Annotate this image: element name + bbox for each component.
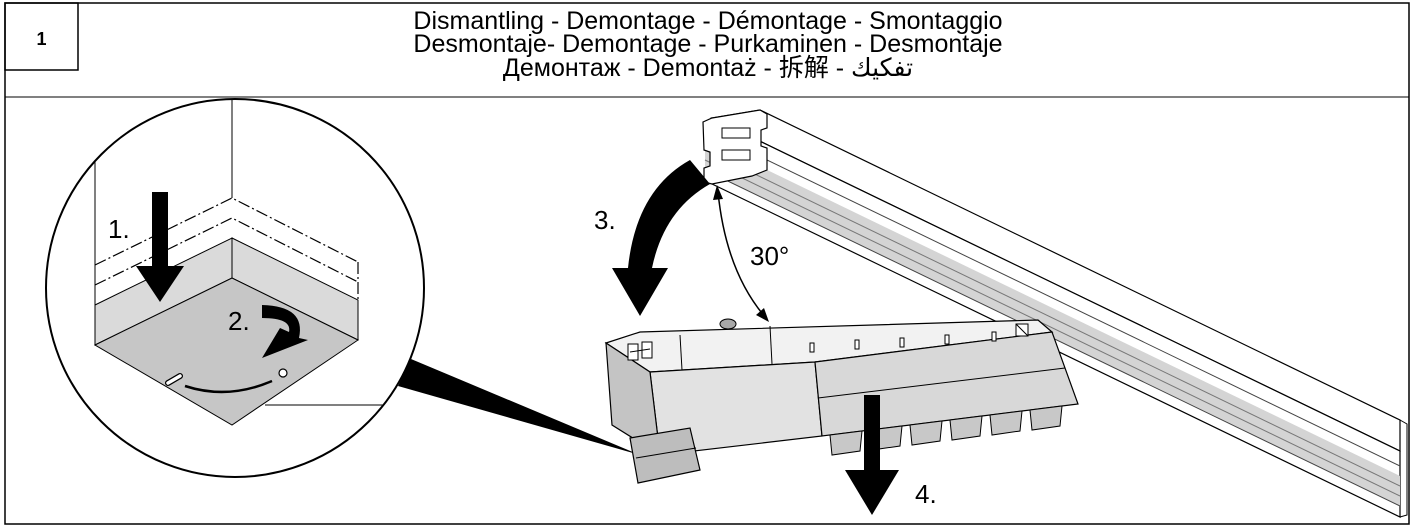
adapter-latch (629, 427, 701, 484)
adapter-slot (991, 331, 997, 342)
rail-groove-band (705, 140, 1400, 506)
adapter-division-line (679, 334, 683, 371)
pull-arrow-head (845, 470, 899, 515)
step-label-1: 1. (108, 214, 130, 244)
detail-view (45, 98, 425, 478)
canopy-release-screw (278, 368, 288, 378)
rail-line (704, 149, 1401, 487)
adapter-fin (829, 430, 863, 456)
angle-arrowhead-icon (756, 308, 769, 322)
angle-label: 30° (750, 241, 789, 271)
track-rail (702, 109, 1408, 518)
track-adapter (604, 318, 1079, 484)
step-label-3: 3. (594, 205, 616, 235)
adapter-division-line (817, 367, 1066, 399)
header-title-line-1: Dismantling - Demontage - Démontage - Sm… (413, 7, 1002, 35)
step-number-cell (4, 2, 79, 71)
ceiling-recess-outline (94, 217, 359, 286)
angle-indicator (713, 185, 769, 322)
canopy-slot (166, 374, 182, 385)
adapter-contact-mark (1015, 323, 1029, 337)
ceiling-recess-outline (94, 197, 359, 266)
adapter-fin (1029, 405, 1063, 431)
detail-pointer-wedge (398, 359, 640, 455)
rotate-clockwise-arrow-icon (262, 305, 308, 358)
push-arrow-head (136, 266, 184, 302)
adapter-slot (854, 339, 860, 350)
header-title-line-2: Desmontaje- Demontage - Purkaminen - Des… (413, 30, 1002, 58)
adapter-knob (719, 318, 737, 330)
adapter-division-line (769, 325, 773, 365)
rail-line (704, 129, 1401, 467)
adapter-fin (949, 415, 983, 441)
angle-arrowhead-icon (713, 185, 723, 200)
rail-end-right (1399, 419, 1408, 518)
pull-arrow-shaft (864, 395, 880, 473)
push-down-arrow-icon (136, 192, 184, 302)
push-arrow-shaft (152, 192, 168, 268)
angle-arc (717, 191, 767, 319)
rail-end-profile (702, 109, 768, 185)
adapter-slot (944, 334, 950, 345)
adapter-slot (899, 337, 905, 348)
detail-circle-outline (45, 98, 425, 478)
adapter-fin (909, 420, 943, 446)
adapter-front-right (814, 331, 1079, 437)
adapter-fin (989, 410, 1023, 436)
adapter-latch-edge (635, 447, 697, 459)
pull-down-arrow-icon (845, 395, 899, 515)
adapter-terminal-mark (629, 348, 651, 353)
rotate-down-arrow-icon (612, 160, 710, 316)
rail-line (704, 159, 1401, 497)
rail-profile-slot (721, 149, 751, 161)
step-label-4: 4. (915, 479, 937, 509)
step-number: 1 (36, 29, 46, 49)
rail-profile-slot (721, 127, 751, 139)
canopy-release-track (184, 379, 273, 394)
adapter-slot (809, 342, 815, 353)
header-title-line-3: Демонтаж - Demontaż - 拆解 - تفكيك (503, 54, 913, 82)
step-label-2: 2. (228, 306, 250, 336)
